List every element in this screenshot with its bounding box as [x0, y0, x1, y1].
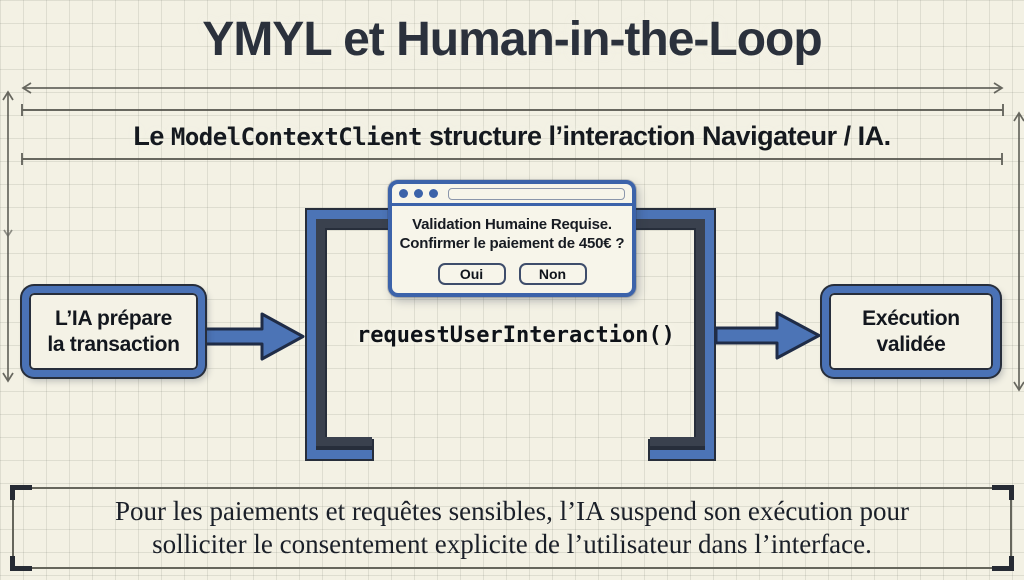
subtitle-code: ModelContextClient [170, 123, 423, 151]
yes-button[interactable]: Oui [437, 263, 506, 285]
flow-box-ai-prepares: L’IA prépare la transaction [22, 286, 205, 377]
footer-line: Pour les paiements et requêtes sensibles… [114, 496, 910, 526]
no-button[interactable]: Non [518, 263, 587, 285]
corner-bracket-icon [992, 485, 1014, 500]
code-call-label: requestUserInteraction() [357, 323, 675, 348]
dimension-line-left [2, 90, 14, 383]
subtitle-prefix: Le [133, 121, 171, 151]
flow-box-line: Exécution [862, 306, 960, 330]
dialog-titlebar [392, 184, 632, 206]
window-control-dot-icon[interactable] [399, 189, 408, 198]
window-control-dot-icon[interactable] [414, 189, 423, 198]
browser-dialog-window: Validation Humaine Requise. Confirmer le… [388, 180, 636, 297]
flow-arrow-right-icon [714, 311, 821, 360]
dialog-message-line1: Validation Humaine Requise. [412, 216, 612, 233]
footer-note-box: Pour les paiements et requêtes sensibles… [10, 485, 1014, 571]
dimension-line-top [21, 82, 1004, 94]
dimension-line-right [1013, 111, 1024, 392]
dialog-message: Validation Humaine Requise. Confirmer le… [392, 215, 632, 253]
flow-box-execution-validated: Exécution validée [822, 286, 1000, 377]
footer-line: solliciter le consentement explicite de … [152, 529, 872, 559]
flow-arrow-left-icon [202, 312, 305, 361]
corner-bracket-icon [10, 485, 32, 500]
flow-box-line: validée [876, 332, 946, 356]
flow-box-line: L’IA prépare [55, 306, 172, 330]
footer-note-text: Pour les paiements et requêtes sensibles… [14, 489, 1010, 567]
subtitle-rule-top [21, 104, 1004, 116]
subtitle-suffix: structure l’interaction Navigateur / IA. [421, 121, 891, 151]
corner-bracket-icon [10, 556, 32, 571]
subtitle-rule-bottom [21, 153, 1003, 165]
corner-bracket-icon [992, 556, 1014, 571]
page-title: YMYL et Human-in-the-Loop [202, 13, 822, 66]
window-control-dot-icon[interactable] [429, 189, 438, 198]
flow-box-line: la transaction [47, 332, 180, 356]
address-bar[interactable] [448, 187, 625, 200]
dialog-buttons: Oui Non [392, 263, 632, 285]
dialog-message-line2: Confirmer le paiement de 450€ ? [399, 235, 625, 252]
subtitle: Le ModelContextClient structure l’intera… [0, 121, 1024, 152]
